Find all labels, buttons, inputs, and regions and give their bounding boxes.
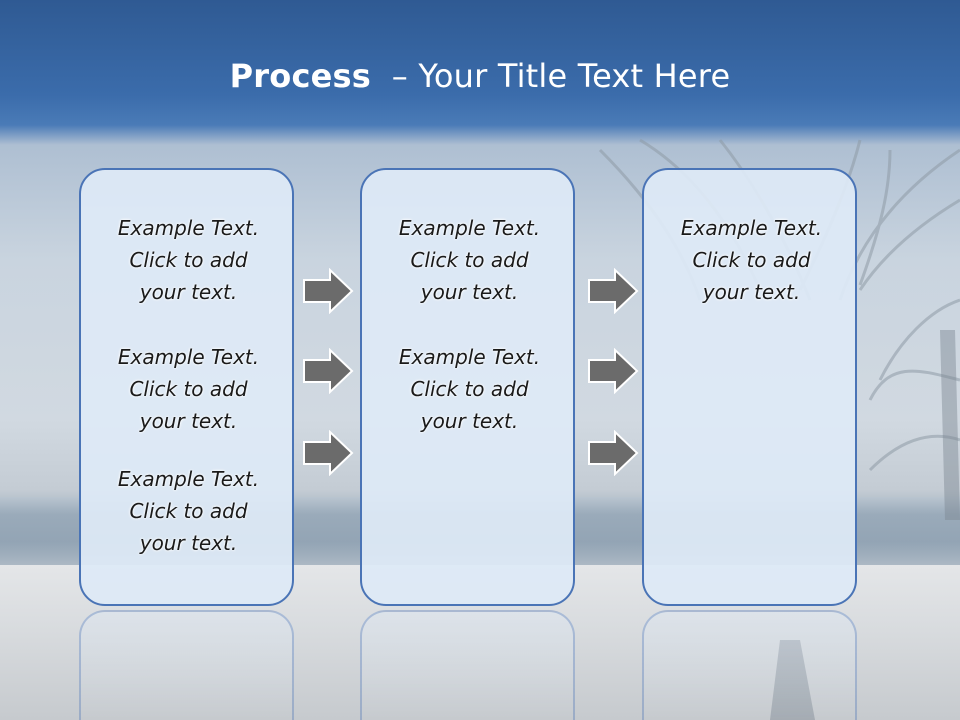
right-arrow-icon <box>588 348 639 394</box>
right-arrow-icon <box>303 348 354 394</box>
right-arrow-icon <box>588 430 639 476</box>
process-box-2[interactable]: Example Text. Click to add your text. Ex… <box>360 168 575 606</box>
title-bold: Process <box>229 57 372 95</box>
page-title: Process – Your Title Text Here <box>0 52 960 100</box>
text-block[interactable]: Example Text. Click to add your text. <box>117 216 260 304</box>
title-rest: – Your Title Text Here <box>371 57 731 95</box>
text-block[interactable]: Example Text. Click to add your text. <box>398 345 541 433</box>
text-block[interactable]: Example Text. Click to add your text. <box>680 216 823 304</box>
process-box-1[interactable]: Example Text. Click to add your text. Ex… <box>79 168 294 606</box>
box-reflection <box>360 610 575 720</box>
box-reflection <box>642 610 857 720</box>
text-block[interactable]: Example Text. Click to add your text. <box>117 345 260 433</box>
right-arrow-icon <box>303 268 354 314</box>
right-arrow-icon <box>588 268 639 314</box>
text-block[interactable]: Example Text. Click to add your text. <box>117 467 260 555</box>
text-block[interactable]: Example Text. Click to add your text. <box>398 216 541 304</box>
right-arrow-icon <box>303 430 354 476</box>
process-box-3[interactable]: Example Text. Click to add your text. <box>642 168 857 606</box>
box-reflection <box>79 610 294 720</box>
